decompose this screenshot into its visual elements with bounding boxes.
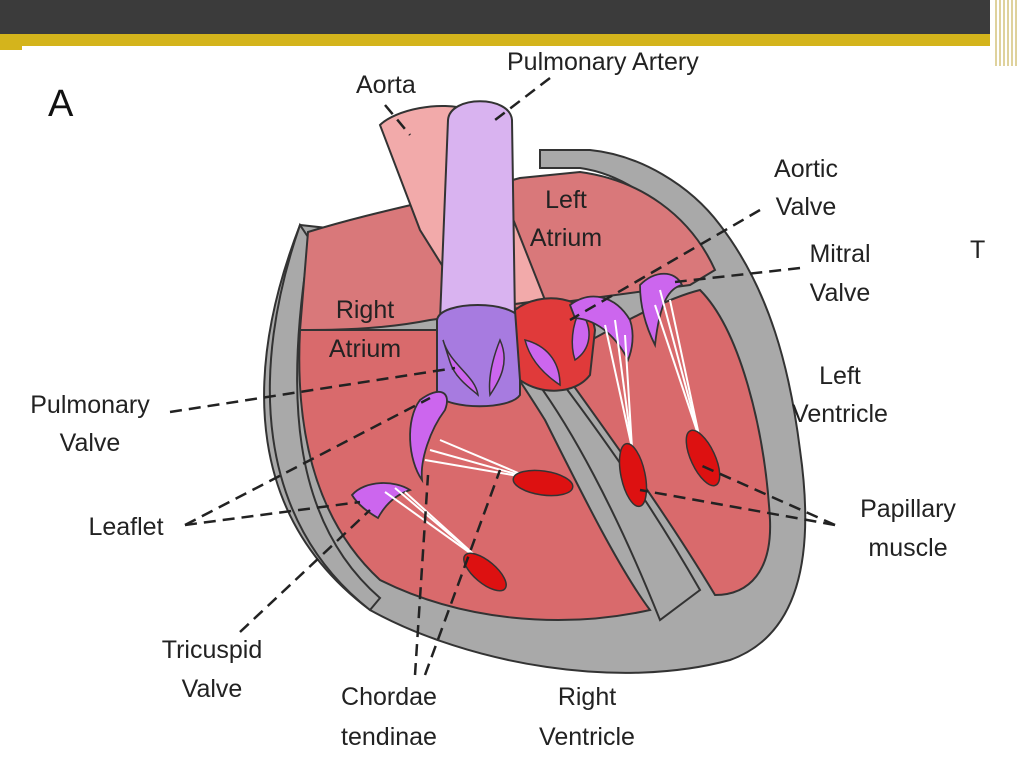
slide-accent-tab bbox=[0, 42, 22, 50]
label-mitral-valve-line1: Mitral bbox=[809, 240, 870, 268]
label-leader-lines bbox=[169, 77, 836, 676]
label-left-ventricle-line2: Ventricle bbox=[792, 400, 888, 428]
label-tricuspid-valve-line1: Tricuspid bbox=[162, 636, 263, 664]
chordae-tendinae-strands bbox=[384, 289, 701, 561]
pulmonary-valve-cusp bbox=[442, 339, 480, 397]
aortic-valve-cusp bbox=[571, 308, 590, 362]
left-ventricle bbox=[553, 288, 772, 597]
label-leaflet: Leaflet bbox=[88, 513, 163, 541]
panel-letter: A bbox=[48, 83, 74, 125]
label-right-ventricle-line2: Ventricle bbox=[539, 723, 635, 751]
slide-corner-decoration bbox=[990, 0, 1024, 70]
tricuspid-valve-leaflet bbox=[409, 390, 448, 484]
label-aorta: Aorta bbox=[356, 71, 416, 99]
label-papillary-muscle-line1: Papillary bbox=[860, 495, 956, 523]
papillary-muscle bbox=[512, 469, 574, 497]
mitral-valve-leaflet bbox=[639, 272, 684, 349]
label-left-atrium-line2: Atrium bbox=[530, 224, 602, 252]
label-mitral-valve-line2: Valve bbox=[810, 279, 871, 307]
label-pulmonary-valve-line2: Valve bbox=[60, 429, 121, 457]
slide-header-bar bbox=[0, 0, 1024, 34]
tricuspid-valve-leaflet bbox=[350, 482, 413, 520]
papillary-muscle bbox=[618, 442, 648, 508]
label-right-ventricle-line1: Right bbox=[558, 683, 616, 711]
label-left-atrium-line1: Left bbox=[545, 186, 587, 214]
slide-accent-bar bbox=[0, 34, 990, 46]
papillary-muscle bbox=[685, 429, 721, 487]
aortic-valve-cusp bbox=[523, 338, 561, 387]
label-pulmonary-artery: Pulmonary Artery bbox=[507, 48, 699, 76]
right-ventricle bbox=[298, 329, 652, 621]
label-aortic-valve-line1: Aortic bbox=[774, 155, 838, 183]
papillary-muscle bbox=[463, 552, 507, 592]
label-chordae-tendinae-line1: Chordae bbox=[341, 683, 437, 711]
label-papillary-muscle-line2: muscle bbox=[868, 534, 947, 562]
label-left-ventricle-line1: Left bbox=[819, 362, 861, 390]
mitral-valve-leaflet bbox=[568, 295, 634, 363]
label-pulmonary-valve-line1: Pulmonary bbox=[30, 391, 150, 419]
edge-text-fragment: T bbox=[970, 236, 985, 264]
pulmonary-artery-vessel bbox=[438, 100, 517, 321]
ventricular-septum bbox=[519, 359, 702, 622]
label-right-atrium-line2: Atrium bbox=[329, 335, 401, 363]
label-tricuspid-valve-line2: Valve bbox=[182, 675, 243, 703]
heart-left-wall bbox=[268, 222, 382, 612]
label-chordae-tendinae-line2: tendinae bbox=[341, 723, 437, 751]
label-aortic-valve-line2: Valve bbox=[776, 193, 837, 221]
label-right-atrium-line1: Right bbox=[336, 296, 394, 324]
pulmonary-valve-cusp bbox=[488, 338, 505, 398]
